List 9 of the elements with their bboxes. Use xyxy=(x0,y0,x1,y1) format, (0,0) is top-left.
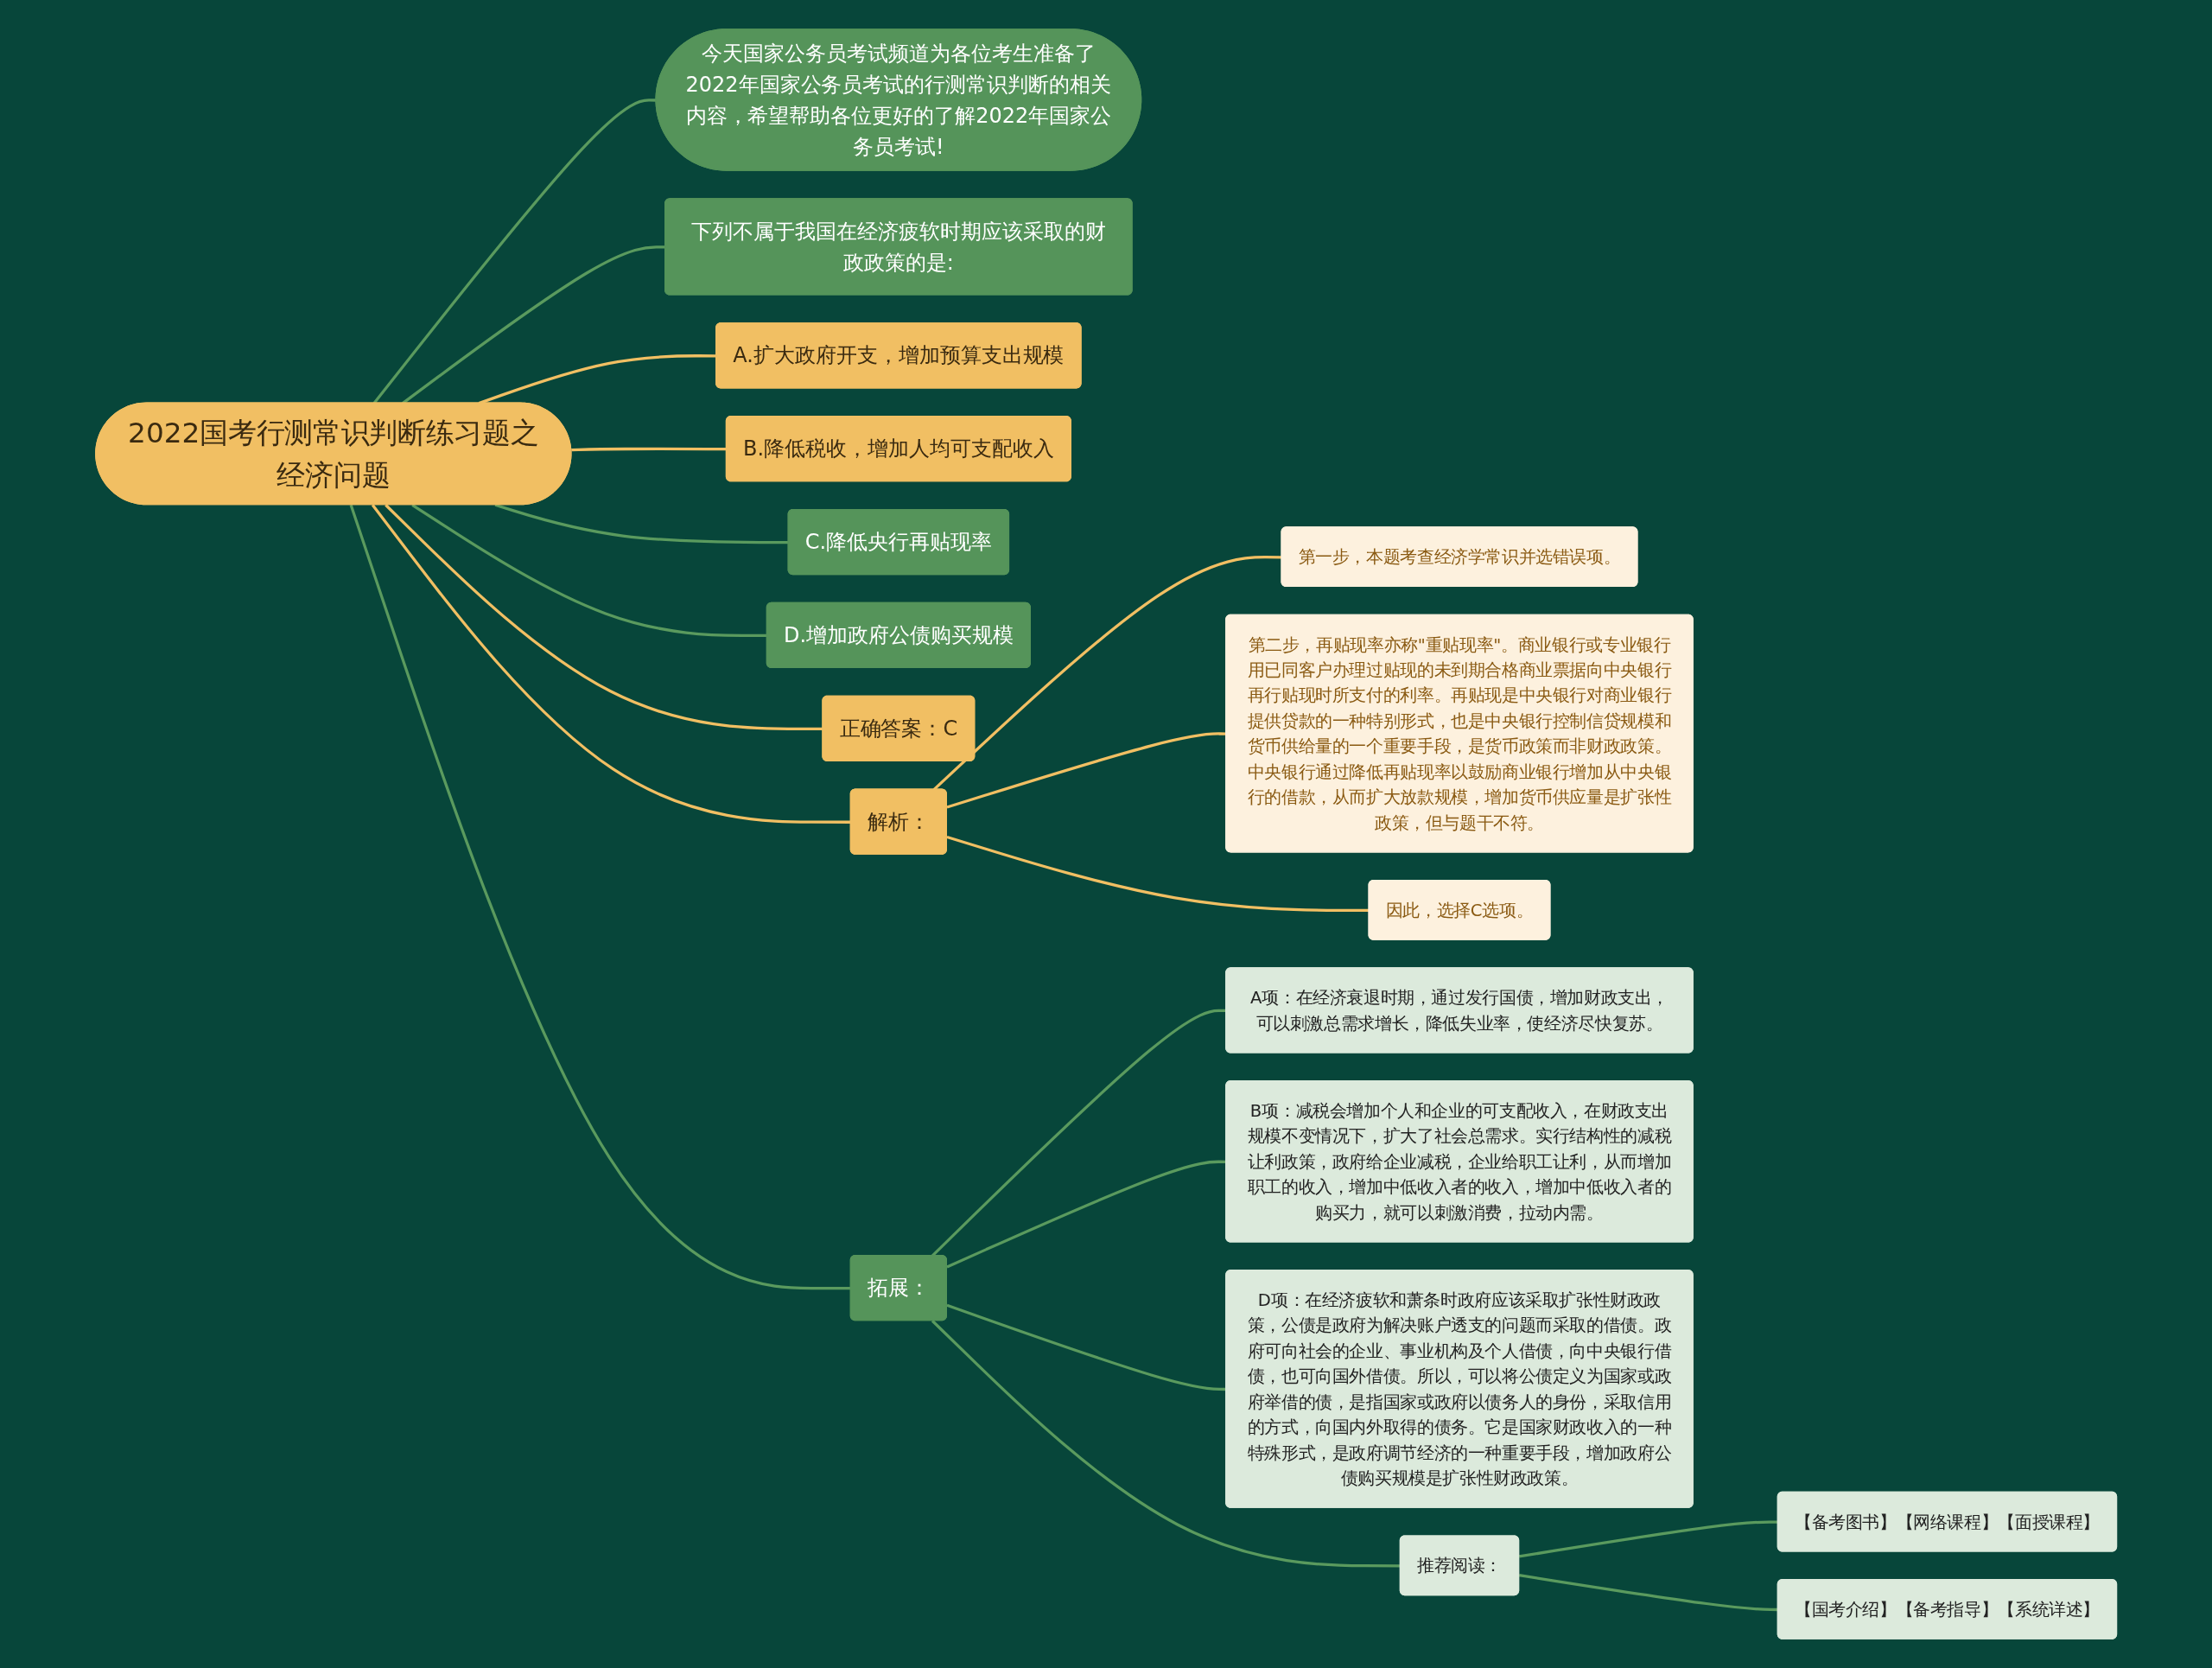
connector xyxy=(571,447,727,452)
connector xyxy=(494,503,789,544)
connector xyxy=(411,503,767,638)
connector xyxy=(1518,1574,1778,1612)
connector xyxy=(401,245,665,404)
connector xyxy=(349,504,851,1290)
connector xyxy=(1518,1520,1778,1558)
connector xyxy=(931,1320,1401,1568)
connector xyxy=(371,504,851,824)
